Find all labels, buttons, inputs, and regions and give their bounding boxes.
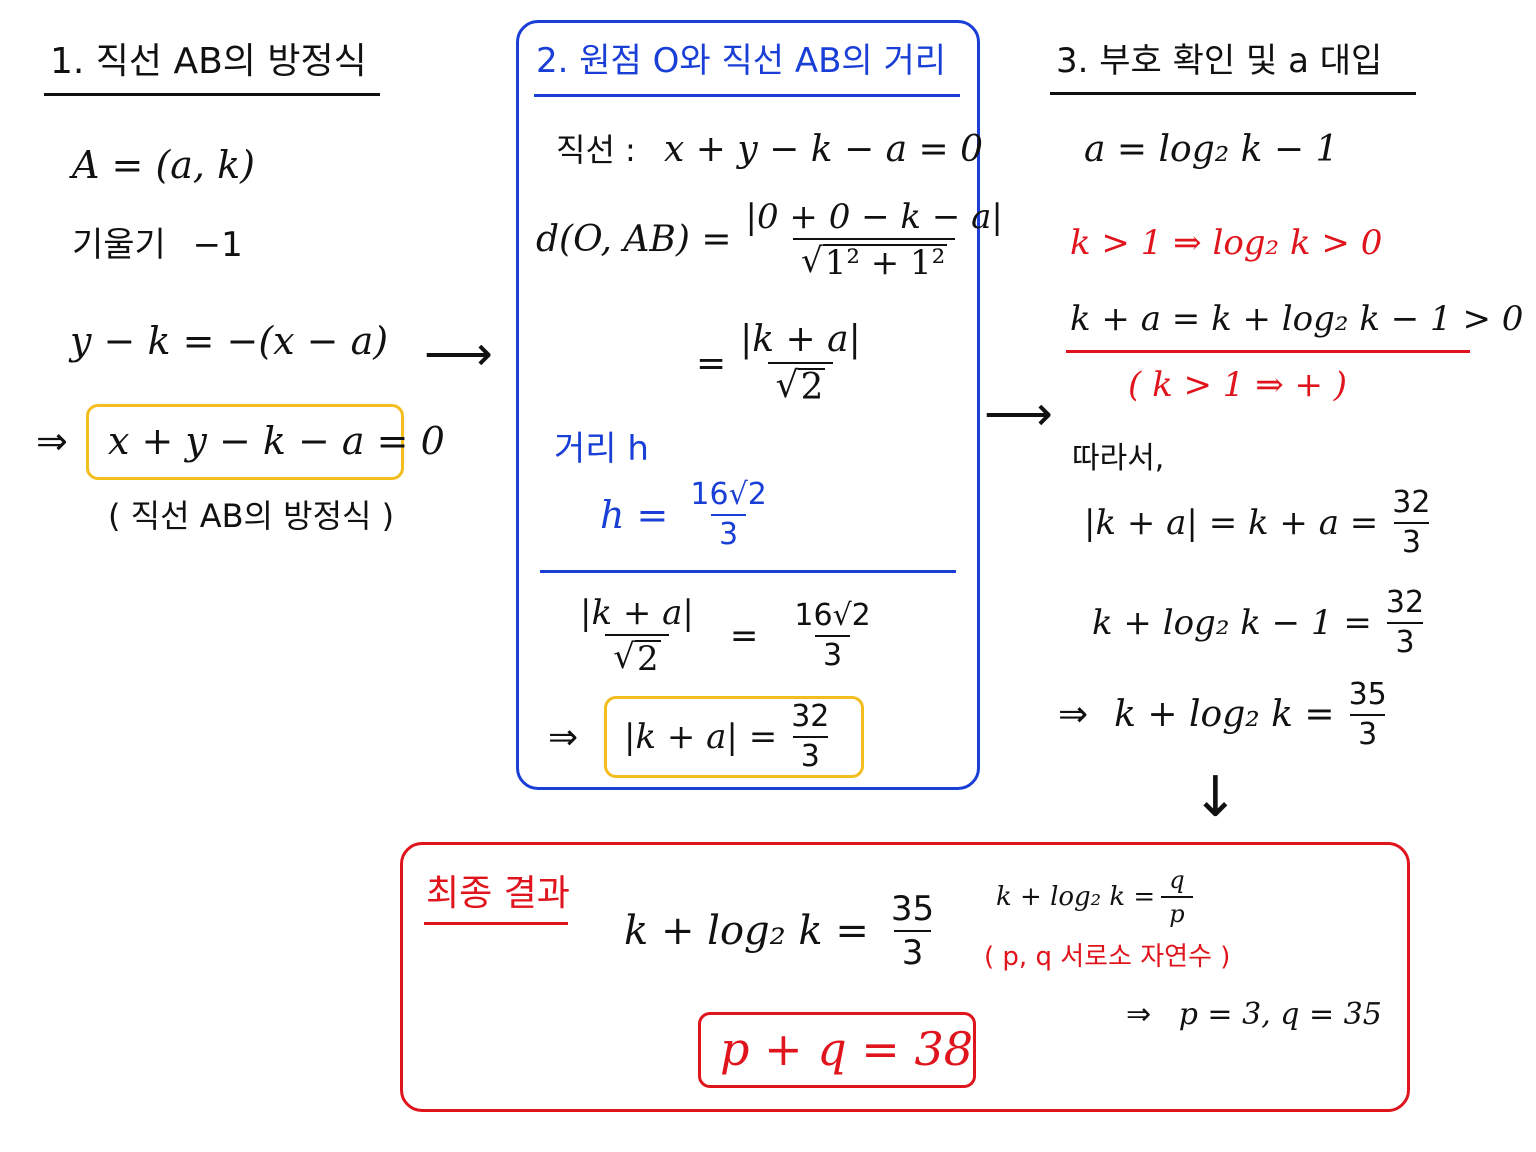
arrow-right-1: ⟶ xyxy=(424,326,493,382)
therefore-label: 따라서, xyxy=(1072,441,1165,476)
sign-check-2: k + a = k + log₂ k − 1 > 0 xyxy=(1070,299,1524,339)
abs-equation-denominator: 3 xyxy=(1393,522,1429,558)
substituted-equation: k + log₂ k − 1 = 32 3 xyxy=(1092,588,1438,658)
h-value: h = 16√2 3 xyxy=(600,480,781,550)
distance-simplified-fraction: |k + a| √2 xyxy=(732,322,869,406)
implies-3: ⇒ xyxy=(1058,694,1089,735)
result-equation-lhs: k + log₂ k = xyxy=(624,908,869,954)
h-numerator: 16√2 xyxy=(690,477,767,512)
abs-result-numerator: 32 xyxy=(791,699,830,734)
section-3-title: 3. 부호 확인 및 a 대입 xyxy=(1056,41,1383,81)
slope-value: −1 xyxy=(192,225,243,265)
line-equation-caption: ( 직선 AB의 방정식 ) xyxy=(108,497,395,535)
distance-numerator: |0 + 0 − k − a| xyxy=(745,197,1003,237)
point-a: A = (a, k) xyxy=(72,143,255,187)
distance-simplified: = |k + a| √2 xyxy=(696,322,875,406)
slope-label: 기울기 xyxy=(72,225,166,265)
distance-denominator: √1² + 1² xyxy=(793,238,956,280)
sign-check-1: k > 1 ⇒ log₂ k > 0 xyxy=(1070,223,1383,263)
arrow-down: ↓ xyxy=(1192,765,1239,830)
abs-result: |k + a| = 32 3 xyxy=(624,702,843,772)
distance-equation: |k + a| √2 = 16√2 3 xyxy=(566,596,885,676)
line-label: 직선 : xyxy=(556,131,636,169)
h-label: 거리 h xyxy=(554,429,649,469)
abs-result-box xyxy=(604,696,864,778)
implies-2: ⇒ xyxy=(548,717,579,758)
section-1-title: 1. 직선 AB의 방정식 xyxy=(50,41,367,82)
step-rhs-denominator: 3 xyxy=(815,635,851,671)
distance-lhs: d(O, AB) = xyxy=(536,219,732,260)
line-equation: x + y − k − a = 0 xyxy=(108,419,445,463)
abs-equation-lhs: |k + a| = k + a = xyxy=(1084,503,1379,543)
result-equation-numerator: 35 xyxy=(890,889,935,929)
distance-simplified-denominator: √2 xyxy=(767,362,834,406)
h-denominator: 3 xyxy=(711,514,747,550)
slope-row: 기울기 −1 xyxy=(72,228,243,262)
step-lhs-numerator: |k + a| xyxy=(580,593,694,633)
step-equals: = xyxy=(729,616,759,656)
section-2-title: 2. 원점 O와 직선 AB의 거리 xyxy=(536,41,947,81)
implies-1: ⇒ xyxy=(36,419,68,463)
fraction-form-lhs: k + log₂ k = xyxy=(996,882,1156,912)
line-equation-2: x + y − k − a = 0 xyxy=(664,129,984,170)
step-rhs-fraction: 16√2 3 xyxy=(786,601,878,671)
a-substitution: a = log₂ k − 1 xyxy=(1084,129,1339,170)
result-box xyxy=(400,842,1410,1112)
step-lhs-denominator: √2 xyxy=(605,634,669,676)
abs-equation-numerator: 32 xyxy=(1392,485,1431,520)
result-title: 최종 결과 xyxy=(426,873,570,914)
implies-4: ⇒ xyxy=(1126,997,1152,1032)
section-1-underline xyxy=(44,93,380,96)
distance-formula: d(O, AB) = |0 + 0 − k − a| √1² + 1² xyxy=(536,200,1017,280)
equals-sign: = xyxy=(696,343,727,384)
abs-result-lhs: |k + a| = xyxy=(624,717,778,757)
line-row: 직선 : x + y − k − a = 0 xyxy=(556,132,983,168)
fraction-form: k + log₂ k = q p xyxy=(996,868,1199,926)
substituted-numerator: 32 xyxy=(1385,585,1425,620)
pq-values: p = 3, q = 35 xyxy=(1178,997,1382,1032)
fraction-form-fraction: q p xyxy=(1161,866,1193,926)
abs-result-denominator: 3 xyxy=(792,736,828,772)
result-equation-fraction: 35 3 xyxy=(883,892,942,970)
final-lhs: k + log₂ k = xyxy=(1114,694,1335,735)
result-title-underline xyxy=(424,922,568,925)
abs-equation: |k + a| = k + a = 32 3 xyxy=(1084,488,1444,558)
abs-equation-fraction: 32 3 xyxy=(1384,488,1438,558)
abs-result-fraction: 32 3 xyxy=(783,702,837,772)
result-equation: k + log₂ k = 35 3 xyxy=(624,892,948,970)
h-lhs: h = xyxy=(600,493,669,537)
substituted-lhs: k + log₂ k − 1 = xyxy=(1092,603,1372,643)
section-2-divider xyxy=(540,570,956,573)
h-fraction: 16√2 3 xyxy=(682,480,774,550)
step-rhs-numerator: 16√2 xyxy=(794,598,871,633)
distance-simplified-numerator: |k + a| xyxy=(740,319,861,360)
arrow-right-2: ⟶ xyxy=(984,386,1053,442)
final-answer: p + q = 38 xyxy=(720,1022,973,1076)
step-lhs-fraction: |k + a| √2 xyxy=(572,596,702,676)
final-denominator: 3 xyxy=(1350,714,1386,750)
line-equation-box xyxy=(86,404,404,480)
section-2-box xyxy=(516,20,980,790)
section-2-underline xyxy=(534,94,960,97)
pq-values-row: ⇒ p = 3, q = 35 xyxy=(1126,1000,1382,1030)
substituted-fraction: 32 3 xyxy=(1378,588,1432,658)
final-equation: ⇒ k + log₂ k = 35 3 xyxy=(1058,680,1401,750)
fraction-form-denominator: p xyxy=(1161,896,1193,926)
coprime-note: ( p, q 서로소 자연수 ) xyxy=(984,942,1231,972)
sign-underline xyxy=(1066,350,1470,353)
section-3-underline xyxy=(1050,92,1416,95)
point-slope-equation: y − k = −(x − a) xyxy=(70,319,389,363)
answer-box xyxy=(698,1012,976,1088)
result-equation-denominator: 3 xyxy=(893,930,932,970)
final-numerator: 35 xyxy=(1348,677,1387,712)
distance-fraction: |0 + 0 − k − a| √1² + 1² xyxy=(738,200,1011,280)
substituted-denominator: 3 xyxy=(1387,622,1423,658)
final-fraction: 35 3 xyxy=(1341,680,1395,750)
sign-check-3: ( k > 1 ⇒ + ) xyxy=(1128,365,1348,405)
fraction-form-numerator: q xyxy=(1169,866,1185,894)
